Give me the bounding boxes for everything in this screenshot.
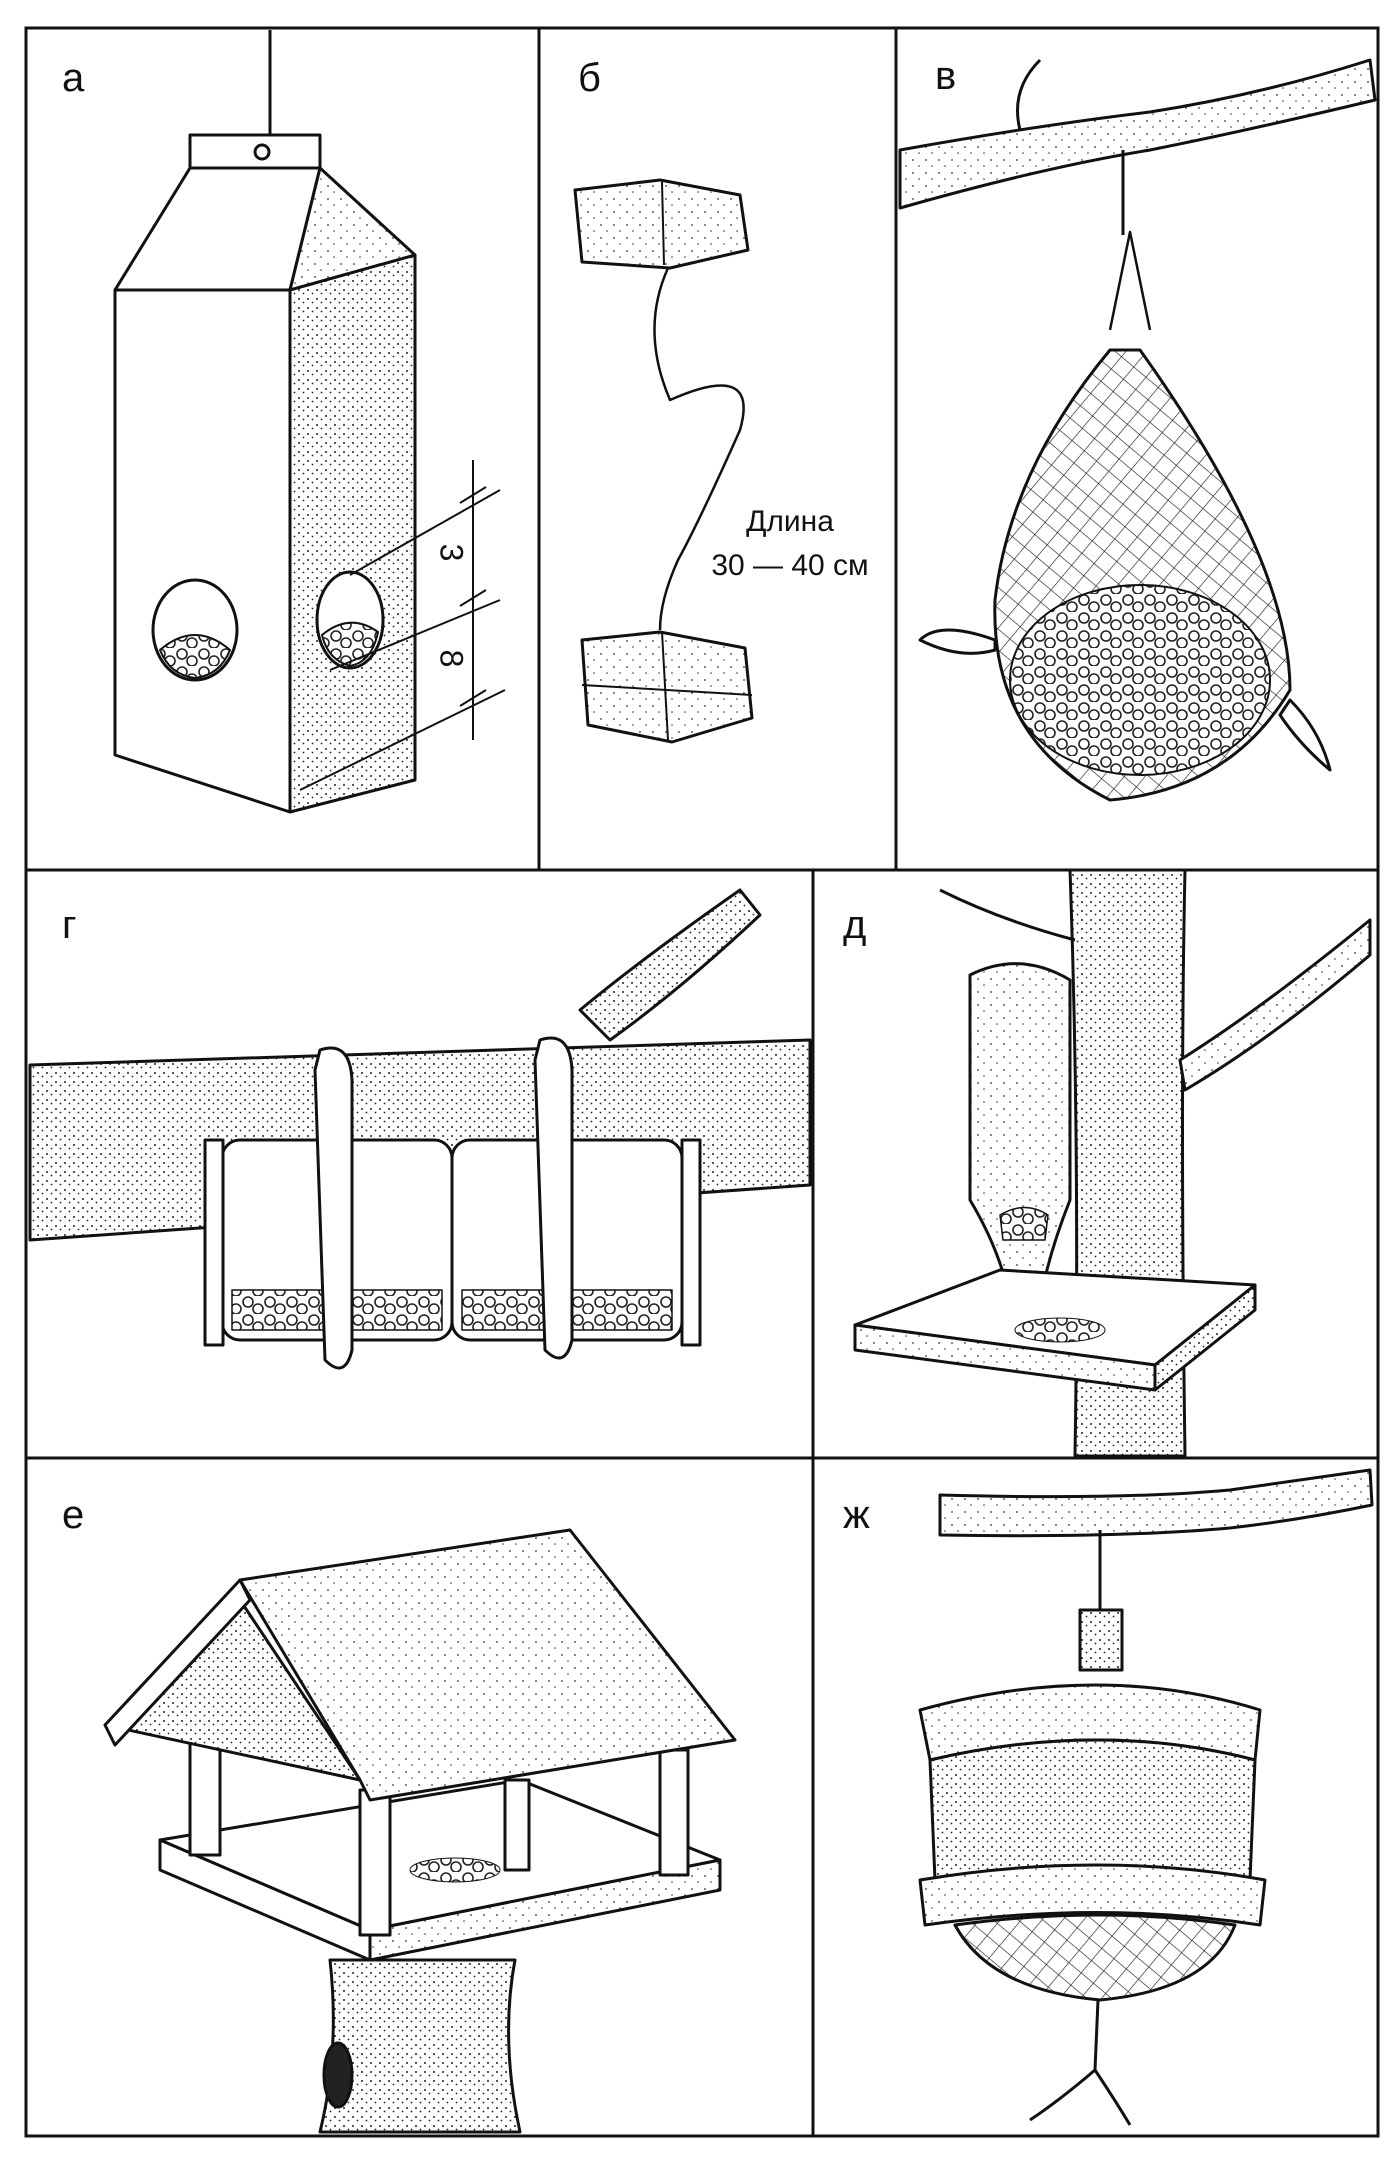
net-bag-feeder [898, 58, 1377, 802]
lower-carton [580, 630, 754, 744]
feeder-body [928, 1738, 1257, 1882]
end-plate-right [680, 1138, 702, 1347]
panel-v-label: в [935, 54, 957, 98]
bag-tie-ends [1108, 230, 1152, 331]
branch-top [898, 58, 1377, 210]
strap-left [313, 1046, 354, 1370]
branch-bottom-right [938, 1468, 1374, 1538]
tray-side [1153, 1283, 1257, 1392]
feeder-rim [918, 1863, 1267, 1927]
feeder-dish [953, 1913, 1237, 2002]
panel-g-label: г [62, 903, 77, 947]
panel-zh-label: ж [843, 1493, 870, 1537]
pillar-back-mid [503, 1778, 531, 1872]
leaf-right [1278, 698, 1332, 772]
dimension-8: 8 [433, 649, 470, 668]
carton-side [288, 253, 417, 814]
length-note-line1: Длина [746, 505, 834, 538]
side-twig [578, 888, 762, 1042]
panel-d-label: д [843, 903, 867, 947]
carton-roof-left [113, 166, 322, 292]
bottle-hanger-twig [939, 888, 1076, 942]
branch-containers [28, 888, 812, 1370]
house-seeds [409, 1857, 501, 1883]
roof-panel [238, 1528, 737, 1802]
round-feeder [918, 1468, 1374, 2126]
trunk-branch [1178, 918, 1372, 1092]
bag-seeds [1009, 584, 1271, 776]
panel-zh-frame [811, 1456, 1380, 2138]
front-hole-seeds [159, 634, 231, 679]
bottle-seeds [999, 1206, 1049, 1241]
upper-carton [573, 178, 750, 270]
panel-a-label: а [62, 56, 85, 100]
post [318, 1958, 522, 2134]
feeder-top-knob [1078, 1608, 1124, 1672]
strap-right [533, 1036, 574, 1360]
panel-e-label: е [62, 1493, 85, 1537]
tray-seeds [1014, 1317, 1106, 1343]
leaf-left [918, 628, 997, 655]
roof-eave [103, 1578, 252, 1747]
carton-pair [573, 178, 754, 744]
dimension-3: 3 [433, 543, 470, 562]
length-note-line2: 30 — 40 см [711, 548, 869, 582]
end-plate-left [203, 1138, 225, 1347]
feeder-perch-twig [1029, 1999, 1132, 2126]
pillar-back-right [658, 1748, 690, 1877]
feeder-house [103, 1528, 737, 2134]
string-hole [253, 143, 271, 161]
house-tray-side [368, 1858, 722, 1962]
post-knot [322, 2041, 354, 2109]
connecting-string [653, 267, 745, 631]
carton-front [113, 288, 292, 814]
carton-feeder [113, 30, 506, 814]
panel-b-frame [537, 26, 898, 872]
dimension-lines [299, 460, 506, 791]
panel-b-label: б [578, 56, 601, 100]
length-note: Длина 30 — 40 см [685, 500, 895, 587]
pillar-front-right [358, 1788, 392, 1937]
bottle-feeder [853, 868, 1372, 1458]
